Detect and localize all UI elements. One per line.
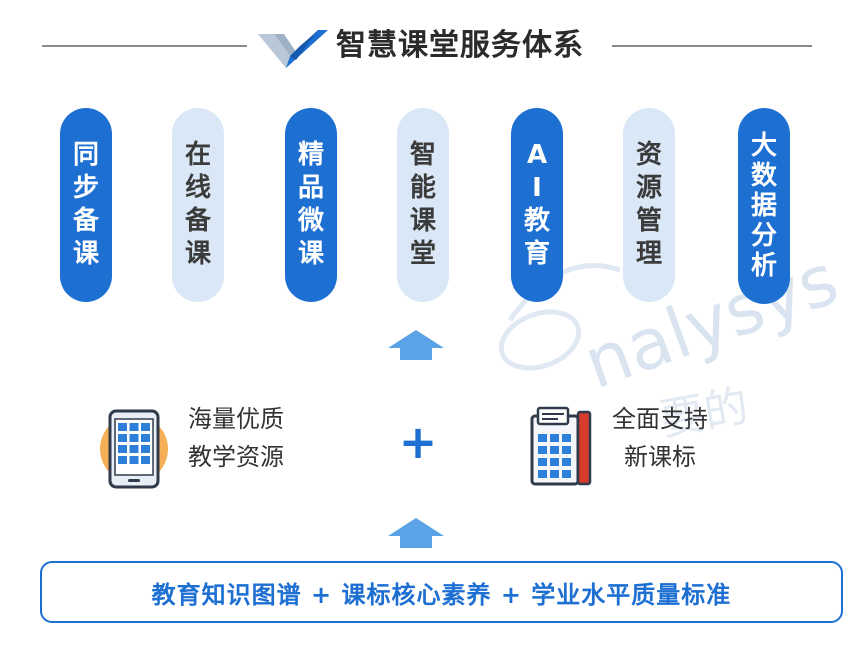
pill-char: 据 <box>750 191 777 221</box>
pill-char: 堂 <box>409 239 436 269</box>
pill-char: 精 <box>297 140 324 170</box>
pill-char: 智 <box>409 140 436 170</box>
pill-char: 教 <box>523 206 550 236</box>
pill-char: 步 <box>72 173 99 203</box>
arrow-up-icon <box>388 518 444 548</box>
pill-char: 资 <box>635 140 662 170</box>
new-curriculum-line-1: 全面支持 <box>612 405 708 433</box>
pill-char: 线 <box>184 173 211 203</box>
pill-big-data-analysis: 大数据分析 <box>738 108 790 304</box>
pill-char: 分 <box>750 221 777 251</box>
pill-char: 课 <box>184 239 211 269</box>
pill-char: 数 <box>750 161 777 191</box>
pill-char: 课 <box>297 239 324 269</box>
pill-char: 育 <box>523 239 550 269</box>
pill-resource-management: 资源管理 <box>623 108 675 302</box>
checkmark-logo-icon <box>258 30 328 68</box>
pill-online-lesson-prep: 在线备课 <box>172 108 224 302</box>
pill-char: 源 <box>635 173 662 203</box>
foundation-banner: 教育知识图谱 + 课标核心素养 + 学业水平质量标准 <box>40 561 843 623</box>
pill-char: 理 <box>635 239 662 269</box>
pill-char: 大 <box>750 131 777 161</box>
resources-text: 海量优质 教学资源 <box>188 400 284 476</box>
pill-char: I <box>532 173 542 203</box>
pill-char: 同 <box>72 140 99 170</box>
arrow-up-icon <box>388 330 444 360</box>
pill-char: A <box>526 140 548 170</box>
resources-line-2: 教学资源 <box>188 443 284 471</box>
document-calculator-icon <box>530 406 592 486</box>
title-divider-right <box>612 45 812 47</box>
page-title: 智慧课堂服务体系 <box>336 28 584 63</box>
pill-char: 能 <box>409 173 436 203</box>
pill-char: 课 <box>409 206 436 236</box>
pill-char: 课 <box>72 239 99 269</box>
svg-text:nalysys: nalysys <box>573 238 848 405</box>
pill-char: 备 <box>184 206 211 236</box>
foundation-banner-text: 教育知识图谱 + 课标核心素养 + 学业水平质量标准 <box>151 580 732 609</box>
pill-char: 微 <box>297 206 324 236</box>
pill-char: 品 <box>297 173 324 203</box>
tablet-grid-icon <box>100 409 168 489</box>
new-curriculum-line-2: 新课标 <box>624 443 696 471</box>
pill-char: 管 <box>635 206 662 236</box>
resources-line-1: 海量优质 <box>188 405 284 433</box>
title-divider-left <box>42 45 247 47</box>
pill-smart-classroom: 智能课堂 <box>397 108 449 302</box>
pill-micro-courses: 精品微课 <box>285 108 337 302</box>
pill-char: 在 <box>184 140 211 170</box>
plus-sign: + <box>398 415 438 469</box>
new-curriculum-text: 全面支持 新课标 <box>612 400 708 476</box>
pill-char: 析 <box>750 251 777 281</box>
pill-char: 备 <box>72 206 99 236</box>
pill-sync-lesson-prep: 同步备课 <box>60 108 112 302</box>
